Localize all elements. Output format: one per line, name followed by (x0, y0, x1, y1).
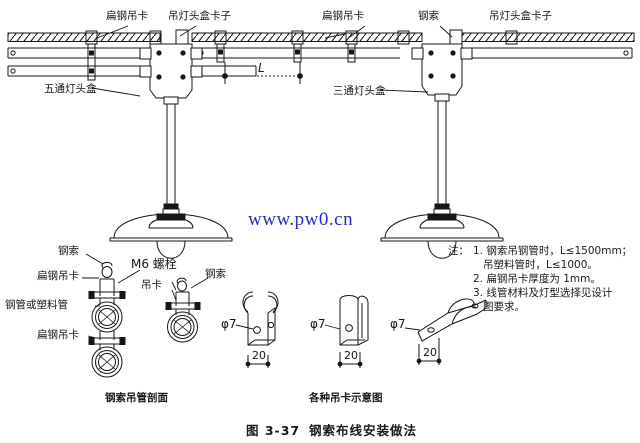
span-dimension-L (222, 62, 303, 84)
clip-3-width-label: 20 (423, 346, 437, 359)
flat-steel-clamp-4 (291, 30, 304, 63)
notes-prefix: 注： (448, 245, 469, 257)
flat-steel-clamp-5 (345, 30, 358, 63)
label-steel-or-plastic-pipe: 钢管或塑料管 (5, 299, 68, 311)
clip-detail-saddle (417, 298, 487, 342)
clip-detail-double-ring (242, 291, 279, 346)
label-flat-steel-clamp-left: 扁钢吊卡 (106, 10, 148, 22)
dimension-20-clip-3 (416, 338, 442, 365)
watermark: www.pw0.cn (248, 209, 354, 230)
steel-wire-left (7, 32, 161, 42)
subcaption-left: 钢索吊管剖面 (105, 392, 168, 404)
flat-steel-clamp-7 (505, 30, 518, 45)
caption-title: 钢索布线安装做法 (309, 423, 418, 438)
conduit-pipe-far-right (466, 47, 633, 59)
label-steel-wire-section: 钢索 (58, 245, 79, 257)
label-flat-steel-clamp-upper: 扁钢吊卡 (37, 270, 79, 282)
leader-lines-section (82, 253, 209, 339)
label-flat-steel-clamp-right: 扁钢吊卡 (322, 10, 364, 22)
note-item-3: 2. 扁钢吊卡厚度为 1mm。 (473, 273, 601, 285)
note-item-1: 1. 钢索吊钢管时，L≤1500mm； (473, 245, 633, 257)
label-m6-bolt: M6 螺栓 (131, 257, 177, 271)
conduit-pipe-lower-left (7, 65, 142, 77)
flat-steel-clamp-3 (214, 30, 227, 63)
label-lamp-box-clamp-right: 吊灯头盒卡子 (489, 10, 552, 22)
flat-steel-clamp-1 (85, 30, 98, 81)
label-five-way-lamp-box: 五通灯头盒 (44, 83, 97, 95)
leader-lines-top (91, 25, 453, 97)
clip-2-width-label: 20 (344, 349, 358, 362)
flat-steel-clamp-6 (397, 30, 410, 45)
dimension-20-clip-2 (337, 352, 363, 368)
caption-number: 图 3-37 (246, 423, 301, 438)
clip-1-hole-label: φ7 (221, 317, 237, 331)
steel-wire-right (461, 32, 635, 42)
pendant-lamp-left (109, 104, 233, 259)
note-item-2: 吊塑料管时，L≤1000。 (473, 259, 598, 271)
label-three-way-lamp-box: 三通灯头盒 (333, 85, 386, 97)
label-steel-wire-top: 钢索 (418, 10, 439, 22)
clip-3-hole-label: φ7 (390, 317, 406, 331)
subcaption-right: 各种吊卡示意图 (309, 392, 383, 404)
pendant-lamp-right (380, 101, 504, 259)
label-flat-steel-clamp-lower: 扁钢吊卡 (37, 329, 79, 341)
label-span-dimension: L (258, 61, 265, 75)
five-way-lamp-box (139, 43, 203, 105)
steel-wire-middle (191, 32, 423, 42)
pipe-hanger-section-left (88, 261, 126, 378)
pipe-hanger-section-right (165, 277, 201, 343)
clip-2-hole-label: φ7 (310, 317, 326, 331)
note-item-5: 图要求。 (473, 301, 526, 313)
clip-1-width-label: 20 (252, 349, 266, 362)
dimension-20-clip-1 (245, 355, 271, 368)
note-item-4: 3. 线管材料及灯型选择见设计 (473, 287, 613, 299)
label-hanger-clamp: 吊卡 (141, 279, 162, 291)
three-way-lamp-box (411, 43, 473, 102)
conduit-pipe-upper-left (7, 47, 142, 59)
label-lamp-box-clamp-left: 吊灯头盒卡子 (168, 10, 231, 22)
clip-detail-single-ring (339, 295, 369, 346)
label-steel-wire-section-right: 钢索 (205, 268, 226, 280)
